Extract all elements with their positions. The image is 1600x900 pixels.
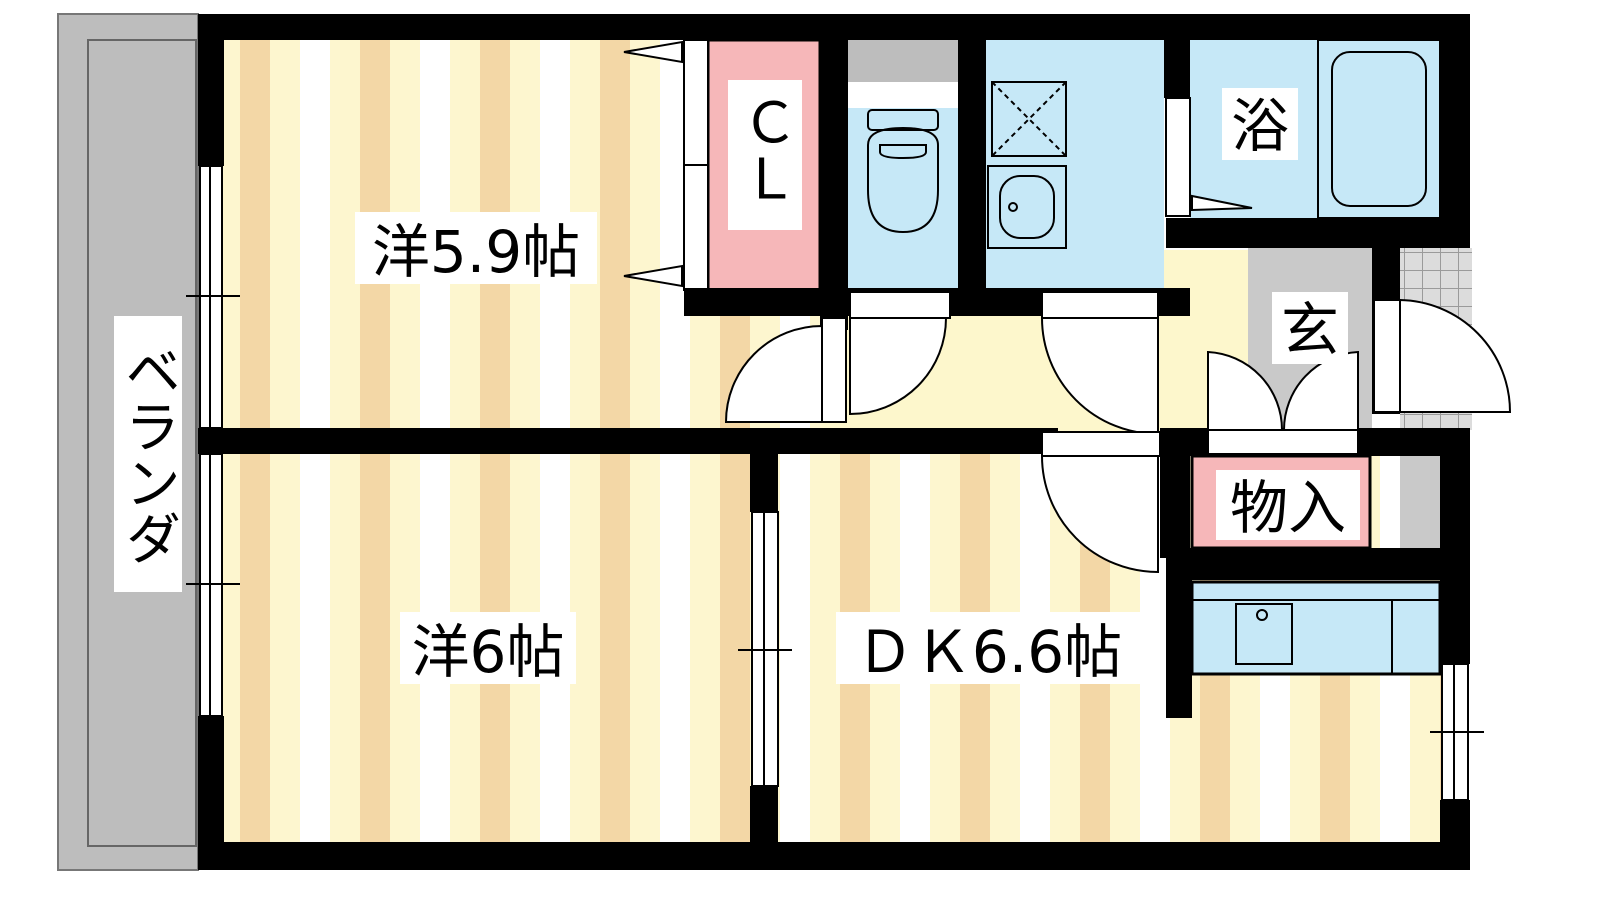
doors: [724, 291, 1512, 574]
toilet-room: [848, 108, 958, 290]
kitchen-counter: [1190, 580, 1442, 676]
room-label-closet: ＣＬ: [733, 94, 798, 206]
storage-side: [1400, 456, 1440, 550]
room-label-veranda: ベランダ: [116, 342, 181, 566]
closet-door-markers: [623, 40, 1253, 288]
room-label-dining-kitchen: ＤＫ6.6帖: [856, 618, 1122, 686]
windows: [186, 165, 1484, 801]
kitchen-sink-icon: [1235, 603, 1293, 665]
washing-machine-icon: [991, 81, 1067, 157]
room-label-entrance: 玄: [1281, 296, 1339, 364]
toilet-icon: [867, 109, 939, 234]
room-label-western-1: 洋5.9帖: [372, 218, 580, 286]
room-label-western-2: 洋6帖: [412, 618, 565, 686]
washbasin-icon: [987, 165, 1067, 249]
room-label-storage: 物入: [1230, 474, 1346, 542]
toilet-shelf: [848, 40, 958, 82]
room-label-bath: 浴: [1231, 92, 1289, 160]
